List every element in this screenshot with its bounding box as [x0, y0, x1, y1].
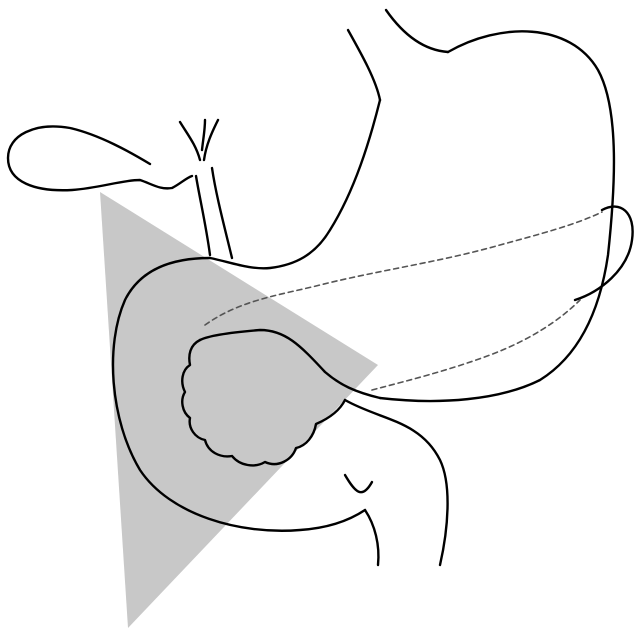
stomach-lesser-curvature	[210, 100, 380, 268]
pancreas-body-lower-edge	[372, 300, 580, 390]
jejunum-lower-edge	[365, 510, 378, 565]
spleen-outline	[575, 207, 633, 300]
stomach-greater-curvature	[380, 31, 614, 401]
esophagus-right-edge	[386, 10, 448, 52]
jejunum-upper-edge	[345, 400, 448, 565]
esophagus-left-edge	[348, 30, 380, 100]
common-bile-duct-right	[212, 168, 232, 258]
common-bile-duct-left	[196, 176, 210, 255]
hepatic-duct-left	[180, 122, 200, 160]
jejunum-fold	[345, 475, 372, 492]
gallbladder-outline	[8, 127, 192, 191]
hepatic-duct-branch	[202, 120, 205, 150]
hepatic-duct-right	[204, 120, 218, 160]
